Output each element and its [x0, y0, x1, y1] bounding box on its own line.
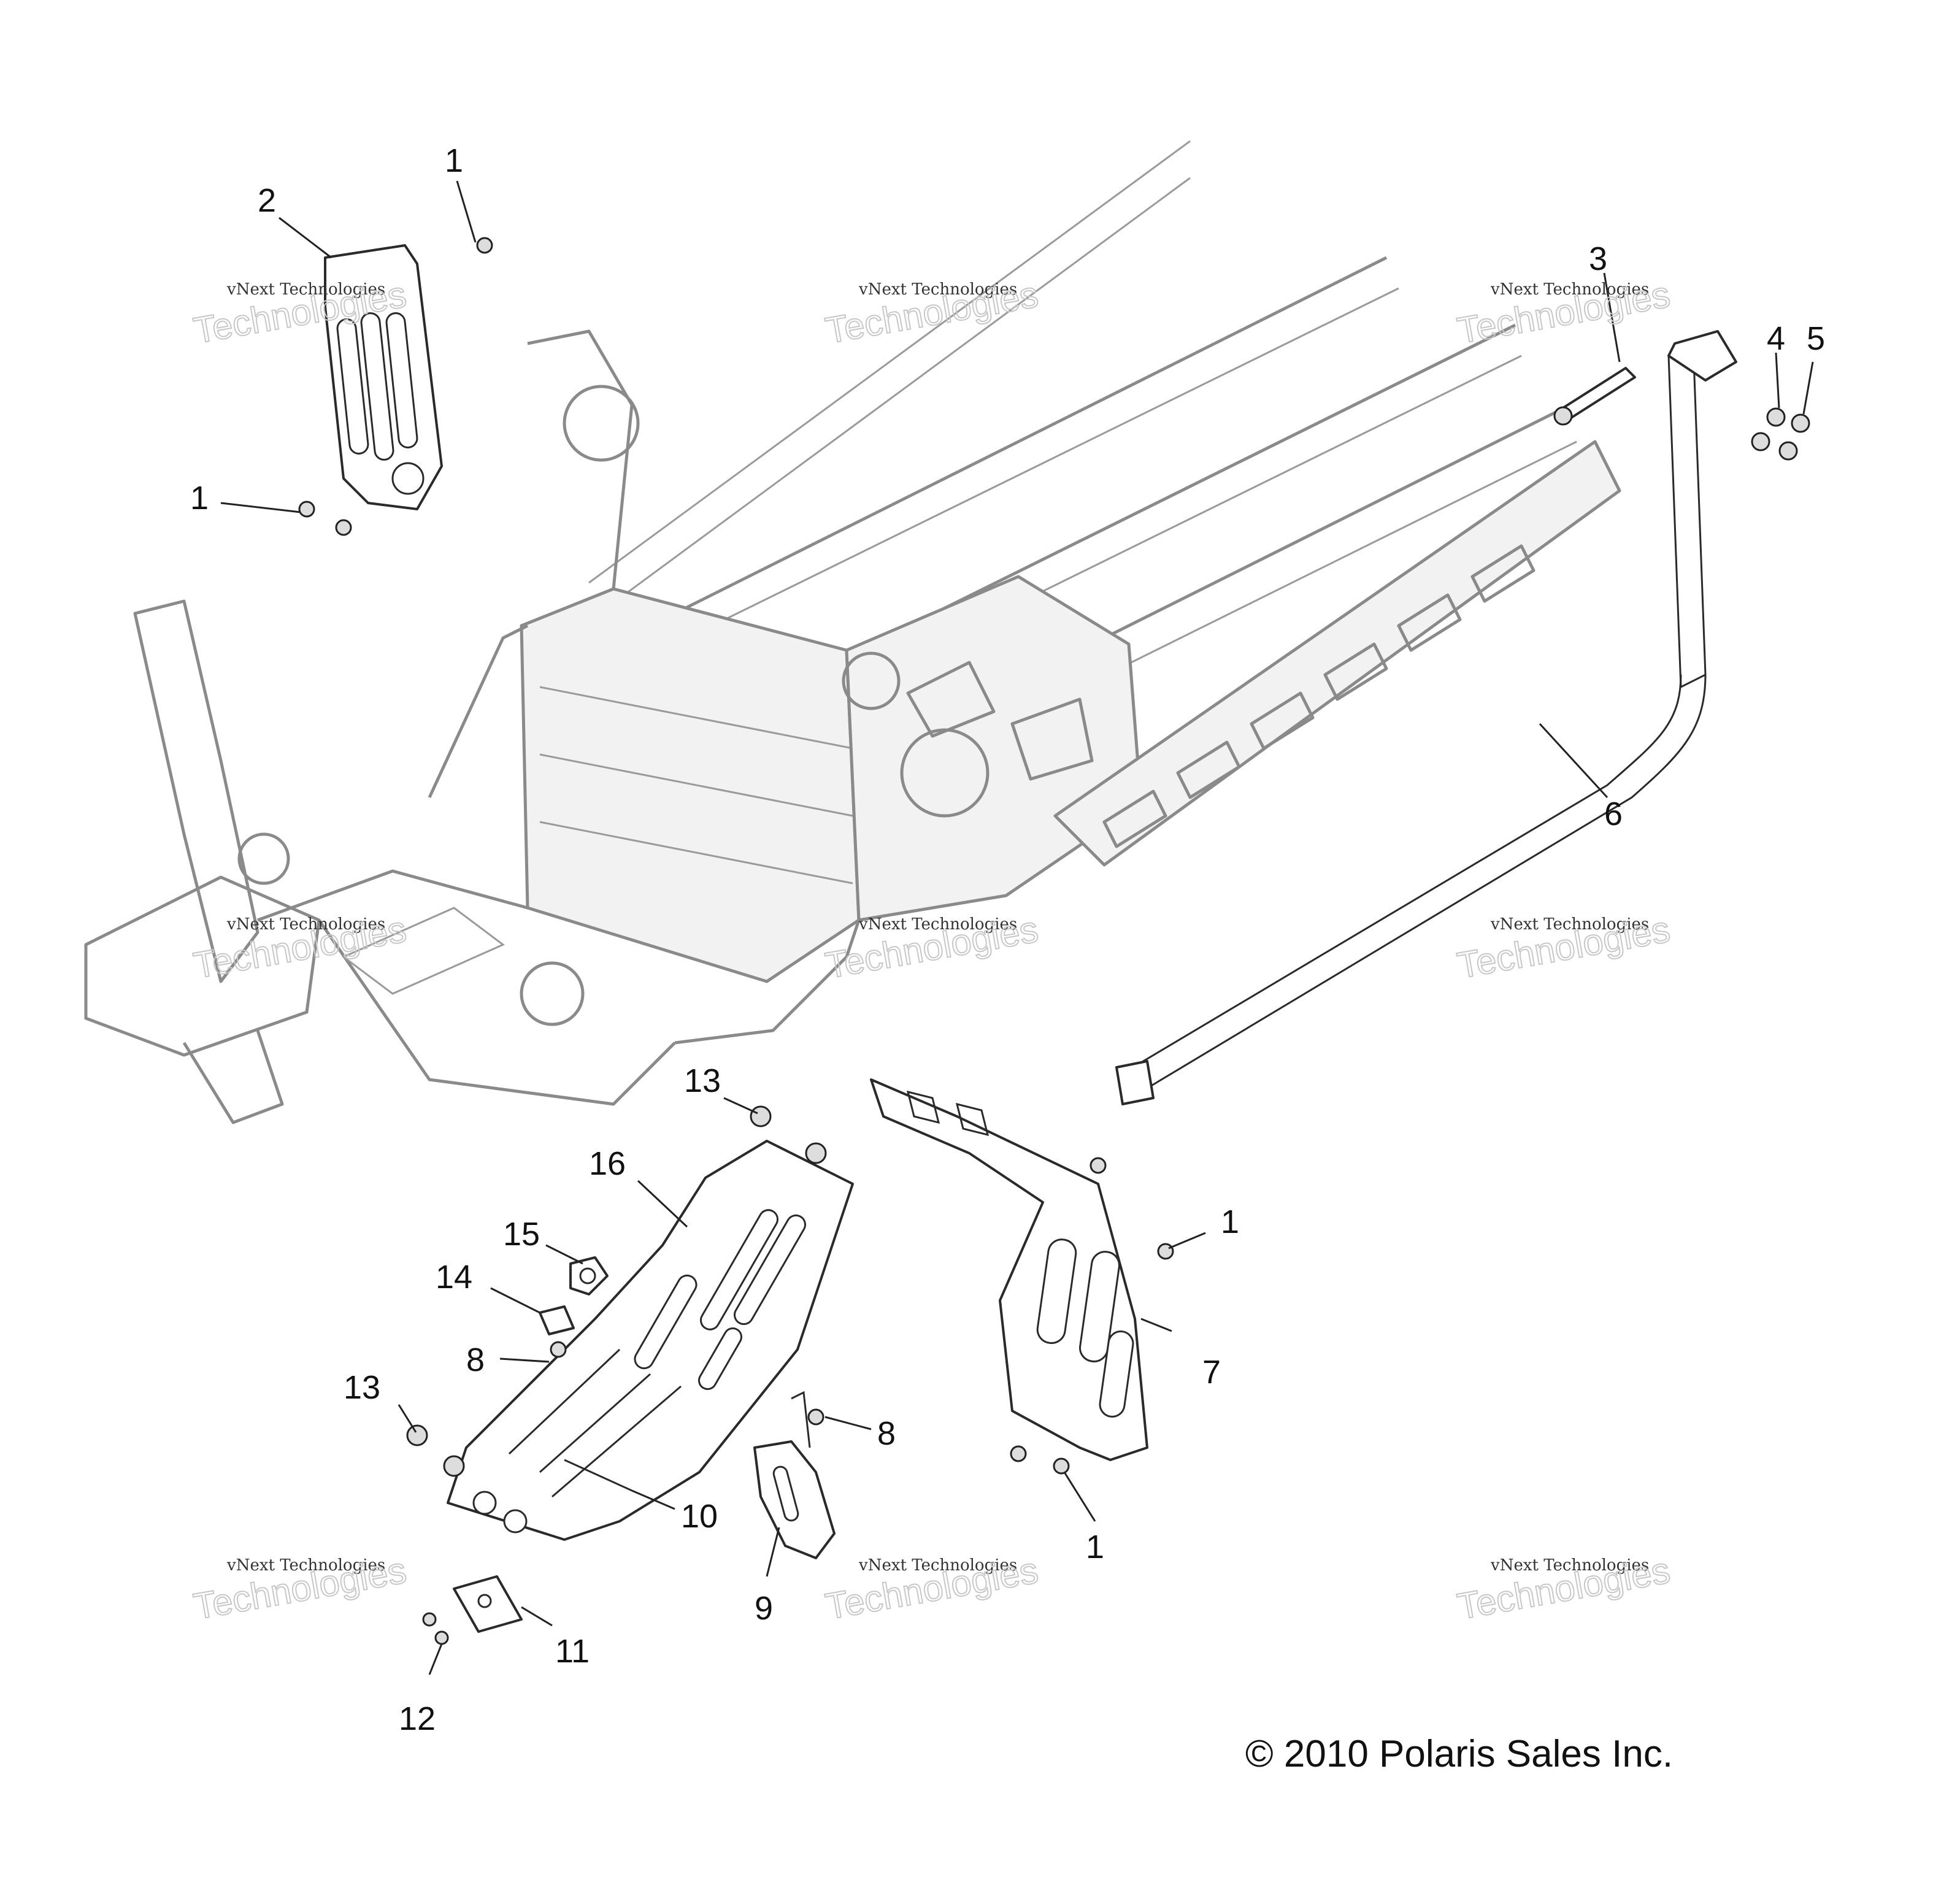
callout-16: 16 — [589, 1145, 626, 1182]
clip-14 — [539, 1305, 575, 1335]
callout-14: 14 — [436, 1259, 472, 1296]
right-side-panel — [870, 1078, 1148, 1461]
center-bottom-plate — [447, 1140, 854, 1541]
clip-11 — [453, 1575, 523, 1633]
left-upper-panel — [324, 244, 443, 510]
callouts: 1 2 1 3 4 5 6 13 16 15 14 8 13 1 7 8 1 1… — [190, 142, 1825, 1737]
watermark-4: vNext Technologies Technologies — [190, 908, 410, 987]
callout-7: 7 — [1202, 1354, 1221, 1391]
callout-12: 12 — [399, 1700, 436, 1737]
callout-1-top: 1 — [445, 142, 463, 179]
callout-3: 3 — [1589, 240, 1607, 277]
callout-5: 5 — [1807, 320, 1825, 357]
strip-10 — [564, 1459, 632, 1492]
grommet-15 — [569, 1256, 609, 1296]
rear-bumper — [1115, 330, 1737, 1105]
callout-13-bottom: 13 — [344, 1369, 380, 1406]
callout-9: 9 — [755, 1590, 773, 1627]
svg-text:vNext Technologies: vNext Technologies — [858, 280, 1017, 299]
svg-text:vNext Technologies: vNext Technologies — [226, 1556, 385, 1575]
callout-8-left: 8 — [466, 1342, 485, 1378]
watermark-6: vNext Technologies Technologies — [1454, 908, 1674, 987]
callout-11: 11 — [555, 1633, 590, 1670]
svg-text:vNext Technologies: vNext Technologies — [226, 280, 385, 299]
hardware — [298, 237, 1810, 1645]
footrest-grid — [1102, 544, 1535, 848]
svg-text:vNext Technologies: vNext Technologies — [858, 1556, 1017, 1575]
svg-text:vNext Technologies: vNext Technologies — [1490, 280, 1649, 299]
watermark-2: vNext Technologies Technologies — [822, 273, 1042, 352]
callout-1-right: 1 — [1221, 1204, 1239, 1240]
svg-text:vNext Technologies: vNext Technologies — [226, 915, 385, 934]
pin-3 — [1553, 367, 1636, 426]
watermark-8: vNext Technologies Technologies — [822, 1549, 1042, 1628]
svg-text:vNext Technologies: vNext Technologies — [1490, 915, 1649, 934]
callout-13-top: 13 — [684, 1062, 721, 1099]
callout-6: 6 — [1604, 796, 1623, 832]
callout-10: 10 — [681, 1498, 718, 1535]
callout-1-bottom: 1 — [1086, 1529, 1104, 1565]
callout-4: 4 — [1767, 320, 1785, 357]
callout-15: 15 — [503, 1216, 540, 1253]
watermark-3: vNext Technologies Technologies — [1454, 273, 1674, 352]
watermark-7: vNext Technologies Technologies — [190, 1549, 410, 1628]
chassis-frame — [84, 140, 1621, 1124]
copyright-notice: © 2010 Polaris Sales Inc. — [1245, 1733, 1673, 1775]
watermark-9: vNext Technologies Technologies — [1454, 1549, 1674, 1628]
callout-2: 2 — [258, 182, 276, 219]
callout-8-right: 8 — [877, 1415, 896, 1452]
svg-text:vNext Technologies: vNext Technologies — [858, 915, 1017, 934]
leader-lines — [220, 180, 1814, 1675]
callout-1-left: 1 — [190, 480, 209, 516]
small-bracket-9 — [753, 1391, 836, 1559]
svg-text:vNext Technologies: vNext Technologies — [1490, 1556, 1649, 1575]
